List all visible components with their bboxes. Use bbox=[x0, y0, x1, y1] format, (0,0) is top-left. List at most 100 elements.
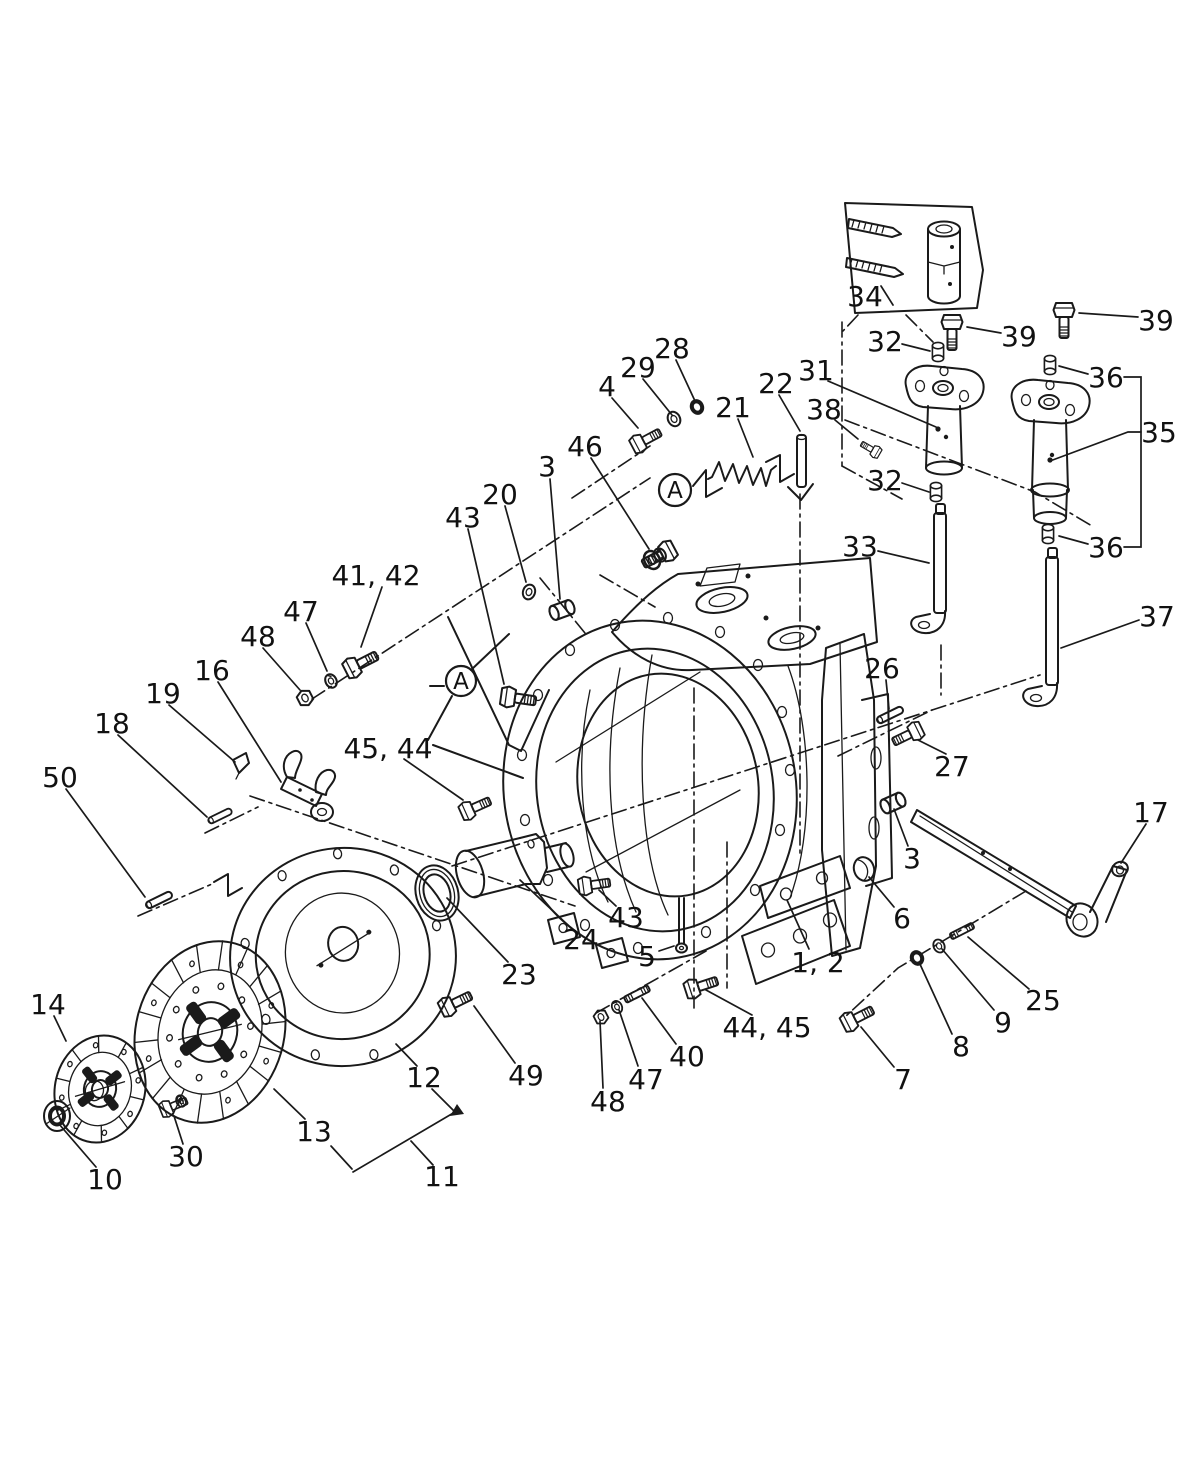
part-32-bushing bbox=[929, 481, 943, 503]
leader-line-19 bbox=[168, 704, 236, 763]
leader-line-47 bbox=[305, 622, 328, 672]
part-label-26: 26 bbox=[864, 652, 900, 685]
leader-line-39 bbox=[1078, 312, 1139, 318]
part-label-5: 5 bbox=[638, 940, 656, 973]
leader-line-35 bbox=[1049, 431, 1142, 462]
part-40-stud bbox=[622, 984, 652, 1004]
leader-line-33 bbox=[877, 550, 930, 564]
leader-line-22 bbox=[778, 394, 801, 432]
part-38-fitting bbox=[857, 437, 884, 461]
part-label-41-42: 41, 42 bbox=[331, 559, 420, 592]
part-label-33: 33 bbox=[842, 530, 878, 563]
part-18-pin bbox=[206, 806, 234, 826]
part-14-damper-disc bbox=[53, 1034, 147, 1144]
leader-line-31 bbox=[827, 380, 937, 428]
part-16-release-fork bbox=[280, 750, 337, 822]
leader-line-28 bbox=[675, 359, 696, 402]
part-label-10: 10 bbox=[87, 1163, 123, 1196]
part-39-bolt bbox=[1052, 302, 1076, 339]
part-12-clutch-cover bbox=[229, 846, 457, 1068]
part-43-bolt bbox=[576, 872, 613, 898]
leader-line-17 bbox=[1120, 823, 1147, 864]
part-label-27: 27 bbox=[934, 750, 970, 783]
part-label-8: 8 bbox=[952, 1030, 970, 1063]
leader-line-8 bbox=[918, 961, 953, 1035]
leader-line-32 bbox=[901, 482, 930, 493]
leader-line-24 bbox=[519, 879, 572, 929]
leader-line-11 bbox=[410, 1140, 434, 1166]
part-label-3: 3 bbox=[903, 842, 921, 875]
part-label-24: 24 bbox=[563, 923, 599, 956]
part-49-bolt bbox=[435, 985, 477, 1020]
leader-line-26 bbox=[885, 679, 890, 710]
detail-callout-letter: A bbox=[667, 478, 683, 504]
housing-bolt-holes bbox=[516, 611, 796, 955]
part-27-bolt bbox=[888, 718, 927, 752]
part-label-32: 32 bbox=[867, 325, 903, 358]
part-label-22: 22 bbox=[758, 367, 794, 400]
leader-line-30 bbox=[173, 1115, 184, 1145]
part-39-bolt bbox=[940, 314, 964, 351]
part-label-37: 37 bbox=[1139, 600, 1175, 633]
part-4-bolt bbox=[627, 422, 666, 457]
leader-line-39 bbox=[966, 326, 1002, 334]
leader-line-5 bbox=[658, 945, 675, 952]
part-10-oil-seal bbox=[43, 1100, 71, 1132]
leader-line-27 bbox=[917, 739, 947, 755]
leader-line-12 bbox=[395, 1043, 418, 1067]
part-13-clutch-disc bbox=[133, 940, 287, 1124]
leader-line-45-44 bbox=[403, 758, 464, 801]
part-label-49: 49 bbox=[508, 1059, 544, 1092]
leader-line-32 bbox=[901, 343, 931, 352]
leader-line-9 bbox=[941, 948, 995, 1011]
part-label-18: 18 bbox=[94, 707, 130, 740]
part-label-25: 25 bbox=[1025, 984, 1061, 1017]
part-35-shift-lever bbox=[1010, 378, 1091, 525]
leader-line-48 bbox=[262, 647, 301, 691]
part-label-47: 47 bbox=[283, 595, 319, 628]
leader-line-41-42 bbox=[360, 586, 383, 648]
part-label-6: 6 bbox=[893, 902, 911, 935]
part-21-spring bbox=[707, 461, 777, 487]
leader-line-12 bbox=[431, 1088, 455, 1112]
part-label-38: 38 bbox=[806, 393, 842, 426]
part-label-30: 30 bbox=[168, 1140, 204, 1173]
leader-line-47 bbox=[618, 1009, 639, 1067]
part-label-11: 11 bbox=[424, 1160, 460, 1193]
part-label-16: 16 bbox=[194, 654, 230, 687]
part-label-29: 29 bbox=[620, 351, 656, 384]
part-3-bushing bbox=[877, 790, 909, 816]
leader-line-40 bbox=[641, 997, 677, 1045]
part-36-bushing bbox=[1041, 523, 1055, 545]
leader-line-23 bbox=[446, 897, 509, 963]
leader-line-34 bbox=[880, 285, 894, 306]
detail-callout-circle bbox=[657, 472, 693, 508]
leader-line-18 bbox=[117, 734, 208, 818]
leader-line-1-2 bbox=[786, 899, 810, 950]
leader-line-38 bbox=[834, 419, 859, 440]
part-47-lock-washer bbox=[608, 998, 626, 1016]
part-label-45-44: 45, 44 bbox=[343, 732, 432, 765]
leader-line-13 bbox=[330, 1145, 353, 1170]
part-label-23: 23 bbox=[501, 958, 537, 991]
part-31-shift-lever bbox=[904, 364, 985, 476]
part-47-lock-washer bbox=[321, 671, 341, 691]
leader-line-43 bbox=[467, 528, 505, 685]
part-label-12: 12 bbox=[406, 1061, 442, 1094]
leader-line-25 bbox=[967, 936, 1030, 990]
part-22-pin bbox=[796, 433, 807, 488]
part-19-key bbox=[232, 752, 250, 780]
part-8-nut bbox=[907, 947, 927, 969]
part-1-2-clutch-housing bbox=[502, 557, 893, 985]
detail-boundary-marks bbox=[213, 376, 1142, 1173]
part-label-34: 34 bbox=[847, 280, 883, 313]
part-label-50: 50 bbox=[42, 761, 78, 794]
part-label-36: 36 bbox=[1088, 531, 1124, 564]
part-48-nut bbox=[591, 1006, 611, 1028]
leader-line-13 bbox=[273, 1088, 306, 1120]
part-34-shift-block-detail bbox=[844, 202, 984, 314]
part-label-36: 36 bbox=[1088, 361, 1124, 394]
